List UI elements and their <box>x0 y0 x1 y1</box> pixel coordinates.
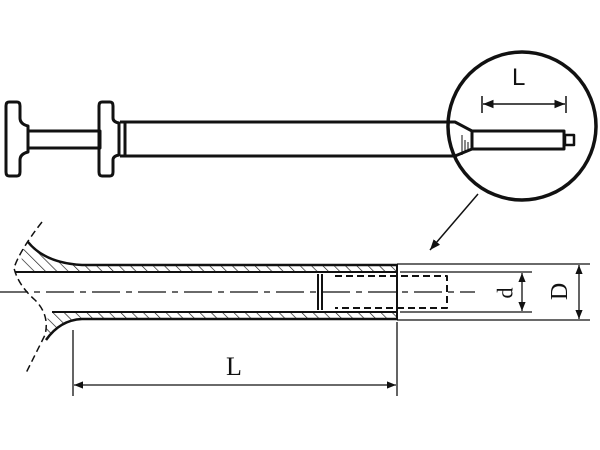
outer-diameter-label: D <box>547 282 574 301</box>
hatched-flare-top <box>21 242 397 272</box>
leader-line <box>429 193 479 251</box>
plunger-rod <box>26 129 102 150</box>
insert-end <box>317 274 323 310</box>
nozzle <box>470 129 566 151</box>
detail-circle <box>446 50 598 202</box>
nozzle-tip <box>563 133 576 147</box>
hidden-insert <box>335 275 448 309</box>
detail-length-label: L <box>512 64 526 91</box>
barrel <box>120 120 473 158</box>
break-line <box>13 221 47 376</box>
hatched-flare-bottom <box>45 312 397 340</box>
section-detail <box>0 221 590 396</box>
length-label: L <box>226 352 242 381</box>
inner-diameter-label: d <box>492 287 518 299</box>
syringe-overview <box>4 50 598 251</box>
barrel-flange <box>97 100 121 178</box>
plunger-thumb-rest <box>4 100 30 178</box>
